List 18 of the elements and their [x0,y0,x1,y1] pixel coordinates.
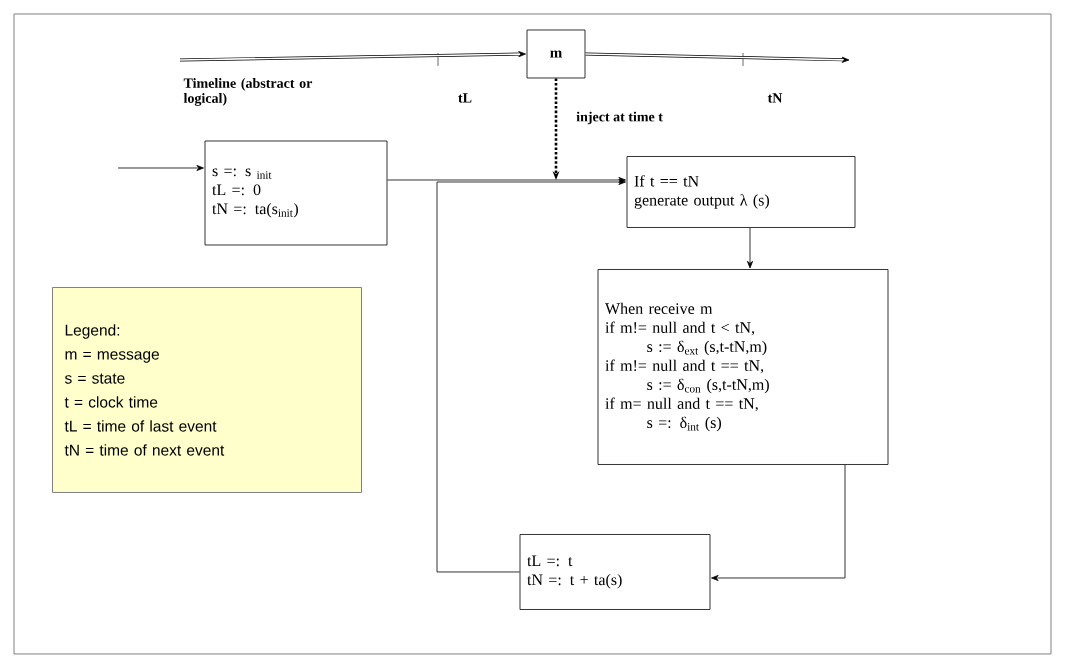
timeline-arrow [584,52,850,63]
update-box: tL =: t tN =: t + ta(s) [519,534,711,610]
timeline-label: Timeline (abstract or logical) [183,78,313,106]
tick-label: tN [767,93,783,103]
timeline-arrow [179,51,526,62]
edge-label: inject at time t [576,111,663,125]
arrow [387,177,626,183]
tick-label: tL [458,93,472,103]
arrow [436,179,626,573]
message-box: m [526,29,586,79]
arrow [552,78,560,180]
transition-box: When receive m if m!= null and t < tN, s := δ$_{ext}$ (s,t-tN,m) if m!= null and t == tN, s := δ$_{con}$ (s,t-tN,m) if m= null and t == tN, s =: δ$_{int}$ (s) [597,269,889,465]
init-box: s =: s $_{init}$ tL =: 0 tN =: ta(s$_{init}$) [204,140,388,246]
output-box: If t == tN generate output λ (s) [626,156,856,228]
arrow [747,227,753,269]
arrow [711,464,846,581]
legend-box: Legend: m = message s = state t = clock time tL = time of last event tN = time of next event [52,287,362,493]
arrow [117,165,204,171]
